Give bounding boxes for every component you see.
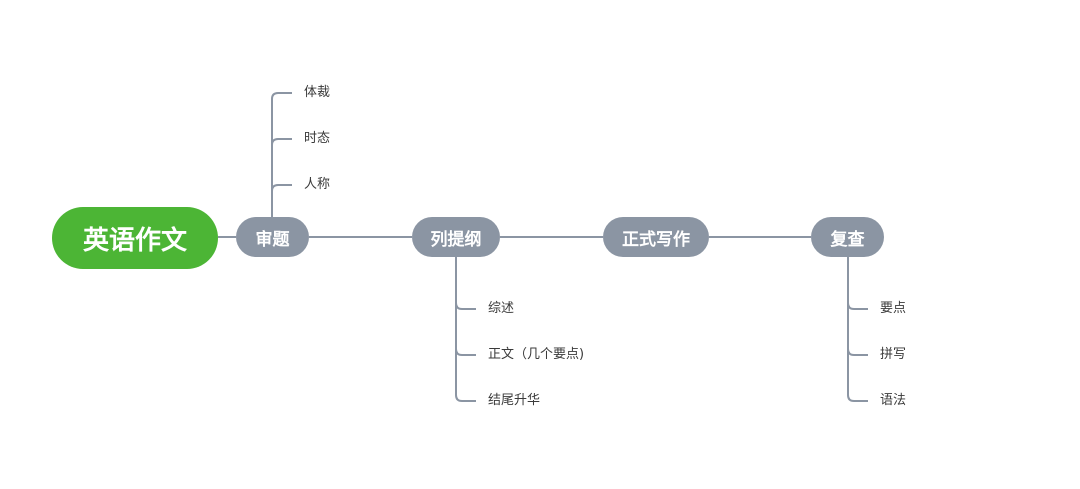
topic-label-shenti: 审题 — [255, 229, 290, 250]
subtopic-rencheng[interactable]: 人称 — [304, 177, 331, 192]
subtopic-yaodian[interactable]: 要点 — [880, 301, 907, 316]
connector-fucha-trunk — [847, 257, 868, 402]
connector-liegang-1 — [455, 302, 476, 310]
subtopic-shitai[interactable]: 时态 — [304, 131, 331, 146]
topic-node-liegang[interactable]: 列提纲 — [412, 217, 500, 257]
connector-shenti-trunk — [271, 92, 292, 217]
topic-label-fucha: 复查 — [830, 229, 865, 250]
connector-liegang-trunk — [455, 257, 476, 402]
connector-fucha-1 — [847, 302, 868, 310]
connector-shenti-2 — [271, 138, 292, 146]
connector-liegang-2 — [455, 348, 476, 356]
subtopic-jiewei-shenghua[interactable]: 结尾升华 — [488, 393, 541, 408]
subtopic-zhengwen[interactable]: 正文（几个要点) — [488, 347, 585, 362]
connector-fucha-2 — [847, 348, 868, 356]
connector-shenti-3 — [271, 184, 292, 192]
subtopic-yufa[interactable]: 语法 — [880, 393, 907, 408]
topic-node-shenti[interactable]: 审题 — [236, 217, 309, 257]
subtopic-ticai[interactable]: 体裁 — [304, 85, 331, 100]
root-topic-label: 英语作文 — [82, 225, 187, 256]
topic-label-zhengshi-xiezuo: 正式写作 — [622, 229, 690, 250]
topic-label-liegang: 列提纲 — [430, 229, 482, 250]
topic-node-zhengshi-xiezuo[interactable]: 正式写作 — [603, 217, 709, 257]
topic-node-fucha[interactable]: 复查 — [811, 217, 884, 257]
root-topic-node[interactable]: 英语作文 — [52, 207, 218, 269]
subtopic-zongshu[interactable]: 综述 — [488, 301, 515, 316]
subtopic-pinxie[interactable]: 拼写 — [880, 347, 907, 362]
